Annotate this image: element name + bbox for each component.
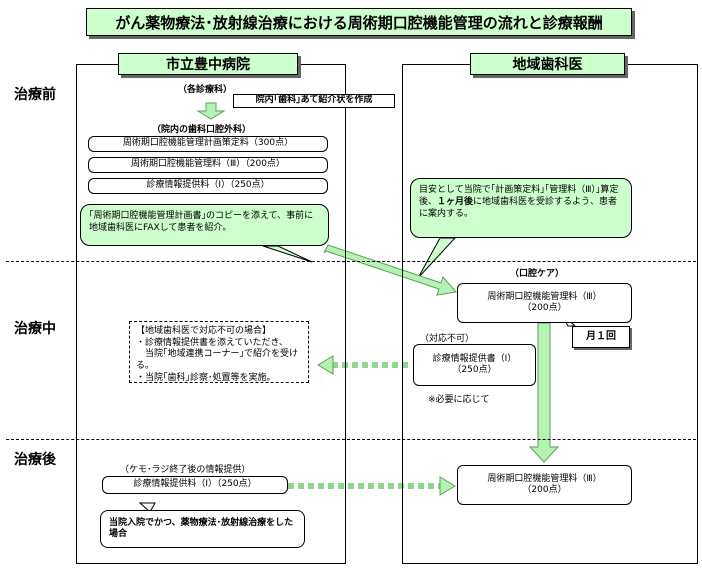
- dentist-guidance-bubble: 目安として当院で｢計画策定料｣｢管理料（Ⅲ）｣算定後、１ヶ月後に地域歯科医を受診…: [410, 178, 632, 238]
- fallback-box: 【地域歯科医で対応不可の場合】 ・診療情報提供書を添えていただき、 当院｢地域連…: [129, 321, 309, 383]
- after-info-fee-box: 診療情報提供料（Ⅰ）（250点）: [102, 476, 288, 494]
- dentist-info-doc-box: 診療情報提供書（Ⅰ） （250点）: [413, 344, 536, 386]
- phase-after: 治療後: [14, 452, 56, 468]
- diagonal-arrow-referral: [323, 244, 457, 296]
- phase-during: 治療中: [14, 321, 56, 337]
- down-arrow-referral: [196, 102, 226, 120]
- dentist-info-doc-name: 診療情報提供書（Ⅰ）: [432, 353, 517, 364]
- bubble-tail-dentist: [417, 237, 457, 279]
- after-info-label: （ケモ･ラジ終了後の情報提供）: [120, 465, 251, 475]
- guidance-text-2: に地域歯科医を受診するよう、患者に案内する。: [419, 197, 618, 220]
- down-arrow-mgmt: [528, 322, 560, 463]
- separator-during-after: [6, 439, 696, 440]
- dentist-info-doc-points: （250点）: [452, 365, 497, 375]
- unavailable-label: （対応不可）: [420, 334, 475, 344]
- phase-before: 治療前: [14, 87, 56, 103]
- hospital-column-header: 市立豊中病院: [118, 53, 298, 75]
- fallback-line-4: ・当院｢歯科｣診察･処置等を実施。: [136, 372, 276, 383]
- dentist-after-fee-points: （200点）: [522, 485, 567, 495]
- separator-before-during: [6, 261, 696, 262]
- dentist-after-fee-box: 周術期口腔機能管理料（Ⅲ） （200点）: [457, 465, 632, 505]
- bubble-tail-hospital: [262, 245, 313, 263]
- fallback-line-1: 【地域歯科医で対応不可の場合】: [136, 326, 272, 336]
- referral-note-box: 院内｢歯科｣あて紹介状を作成: [233, 94, 395, 108]
- fee-info-box: 診療情報提供料（Ⅰ）（250点）: [88, 178, 328, 194]
- oral-care-label: （口腔ケア）: [510, 269, 565, 279]
- each-department-label: （各診療科）: [178, 85, 233, 95]
- dentist-mgmt-fee-points: （200点）: [522, 303, 567, 313]
- fallback-line-3: 当院｢地域連携コーナー｣で紹介を受ける。: [136, 349, 299, 372]
- diagram-title: がん薬物療法･放射線治療における周術期口腔機能管理の流れと診療報酬: [86, 8, 632, 36]
- fee-mgmt-box: 周術期口腔機能管理料（Ⅲ）（200点）: [88, 157, 328, 173]
- guidance-text-1: 目安として当院で｢計画策定料｣｢管理料（Ⅲ）｣算定後、: [419, 185, 619, 208]
- guidance-text-bold: １ヶ月後: [437, 197, 474, 208]
- dentist-mgmt-fee-box: 周術期口腔機能管理料（Ⅲ） （200点）: [457, 283, 632, 323]
- oral-surgery-label: （院内の歯科口腔外科）: [152, 125, 252, 135]
- hospital-referral-bubble: ｢周術期口腔機能管理計画書｣のコピーを添えて、事前に地域歯科医にFAXして患者を…: [80, 204, 329, 246]
- fee-plan-box: 周術期口腔機能管理計画策定料（300点）: [88, 136, 328, 152]
- bubble-tail-after: [138, 502, 156, 513]
- dentist-after-fee-name: 周術期口腔機能管理料（Ⅲ）: [487, 473, 602, 484]
- after-condition-note: 当院入院でかつ、薬物療法･放射線治療をした場合: [100, 510, 305, 548]
- dashed-arrow-after: [288, 476, 456, 496]
- dentist-column-header: 地域歯科医: [470, 53, 625, 75]
- fallback-line-2: ・診療情報提供書を添えていただき、: [136, 337, 288, 348]
- as-needed-note: ※必要に応じて: [428, 395, 490, 405]
- monthly-callout: 月１回: [572, 326, 630, 348]
- dentist-mgmt-fee-name: 周術期口腔機能管理料（Ⅲ）: [487, 291, 602, 302]
